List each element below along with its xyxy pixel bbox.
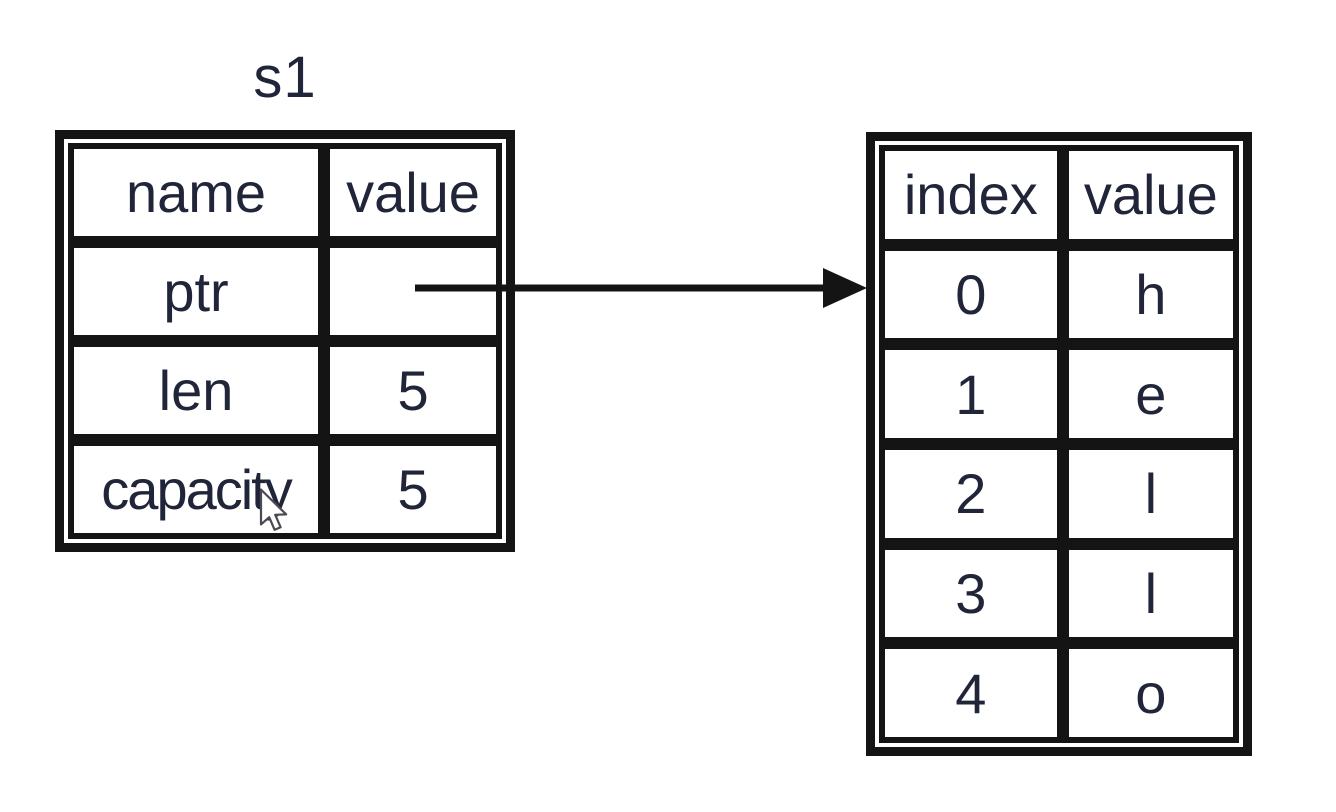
heap-header-index: index [879, 145, 1063, 245]
heap-row-3-value: l [1062, 543, 1239, 644]
heap-row-3-index: 3 [879, 543, 1063, 644]
stack-header-value: value [324, 143, 502, 242]
stack-row-capacity-value: 5 [324, 440, 502, 539]
stack-row-len-value: 5 [324, 341, 502, 440]
heap-table: index value 0 h 1 e 2 l 3 l 4 o [866, 132, 1252, 756]
heap-row-0-index: 0 [879, 244, 1063, 345]
mouse-cursor-icon [259, 488, 288, 531]
heap-row-1-value: e [1062, 344, 1239, 444]
pointer-arrow-icon [415, 268, 867, 308]
heap-row-2-value: l [1062, 443, 1239, 544]
stack-row-len-name: len [68, 341, 325, 440]
heap-header-value: value [1062, 145, 1239, 245]
heap-row-4-value: o [1062, 643, 1239, 743]
heap-row-1-index: 1 [879, 344, 1063, 444]
stack-table-title: s1 [253, 44, 317, 110]
stack-table: name value ptr len 5 capacity 5 [55, 130, 515, 552]
heap-row-0-value: h [1062, 244, 1239, 345]
stack-header-name: name [68, 143, 325, 242]
heap-row-2-index: 2 [879, 443, 1063, 544]
heap-row-4-index: 4 [879, 643, 1063, 743]
stack-row-ptr-name: ptr [68, 242, 325, 341]
